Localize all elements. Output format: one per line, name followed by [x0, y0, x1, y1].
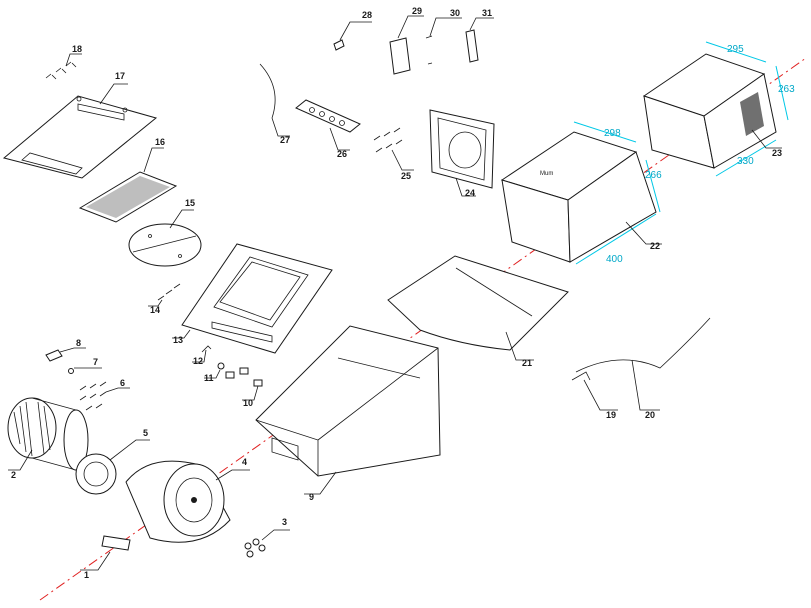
- callout-14: 14: [150, 305, 160, 315]
- part-16-grease-filter: [78, 171, 178, 223]
- dim-263: 263: [778, 84, 795, 95]
- part-18-screws: [45, 61, 77, 80]
- part-9-main-body: [255, 325, 441, 477]
- callout-15: 15: [185, 198, 195, 208]
- part-24-frame: [429, 109, 495, 189]
- callout-7: 7: [93, 357, 98, 367]
- callout-9: 9: [309, 492, 314, 502]
- callout-24: 24: [465, 188, 475, 198]
- part-1-switch: [101, 535, 131, 551]
- callout-28: 28: [362, 10, 372, 20]
- part-29-block: [389, 37, 411, 75]
- part-6-screws: [79, 381, 107, 411]
- part-21-mounting-plate: [387, 255, 569, 351]
- dim-upper-chimney: 295 263 330: [705, 41, 795, 177]
- part-14-screws: [157, 283, 181, 301]
- part-3-grommets: [244, 538, 266, 558]
- part-12-screw: [201, 345, 212, 353]
- part-25-screws: [373, 127, 403, 153]
- part-4-fan-housing: [125, 460, 231, 543]
- callout-13: 13: [173, 335, 183, 345]
- part-10-clips: [225, 367, 263, 387]
- part-17-top-panel: [2, 95, 158, 179]
- callout-3: 3: [282, 517, 287, 527]
- callout-23: 23: [772, 148, 782, 158]
- part-31-bar: [465, 29, 479, 63]
- callout-20: 20: [645, 410, 655, 420]
- callouts: 1 2 3 4 5 6 7 8 9 10 11 12 13 14 15 16 1…: [8, 6, 782, 580]
- callout-16: 16: [155, 137, 165, 147]
- dim-400: 400: [606, 254, 623, 265]
- callout-12: 12: [193, 356, 203, 366]
- part-8-bracket: [45, 349, 63, 362]
- part-2-blower-wheel: [7, 397, 89, 471]
- callout-22: 22: [650, 241, 660, 251]
- callout-2: 2: [11, 470, 16, 480]
- part-19-20-wiring: [571, 317, 711, 381]
- callout-29: 29: [412, 6, 422, 16]
- dim-298: 298: [604, 128, 621, 139]
- callout-4: 4: [242, 457, 247, 467]
- dim-266: 266: [645, 170, 662, 181]
- dim-295: 295: [727, 44, 744, 55]
- callout-30: 30: [450, 8, 460, 18]
- callout-26: 26: [337, 149, 347, 159]
- part-13-canopy-base: [181, 243, 333, 354]
- part-30-pins: [425, 35, 433, 65]
- callout-8: 8: [76, 338, 81, 348]
- dim-330: 330: [737, 156, 754, 167]
- callout-6: 6: [120, 378, 125, 388]
- brand-mark: Mum: [540, 171, 553, 177]
- callout-19: 19: [606, 410, 616, 420]
- part-15-round-filter: [128, 223, 202, 267]
- callout-25: 25: [401, 171, 411, 181]
- dim-lower-chimney: 298 266 400: [573, 121, 662, 265]
- part-23-upper-chimney: [642, 53, 777, 169]
- callout-27: 27: [280, 135, 290, 145]
- part-27-cable: [259, 63, 276, 119]
- callout-11: 11: [204, 373, 214, 383]
- callout-17: 17: [115, 71, 125, 81]
- part-7-washer: [68, 368, 74, 374]
- part-5-motor: [75, 453, 117, 495]
- callout-18: 18: [72, 44, 82, 54]
- callout-31: 31: [482, 8, 492, 18]
- callout-1: 1: [84, 570, 89, 580]
- callout-21: 21: [522, 358, 532, 368]
- part-28-clip: [333, 39, 345, 51]
- part-26-control-panel: [295, 99, 361, 133]
- callout-10: 10: [243, 398, 253, 408]
- part-11-nut: [217, 362, 225, 370]
- callout-5: 5: [143, 428, 148, 438]
- part-22-lower-chimney: Mum: [500, 131, 657, 263]
